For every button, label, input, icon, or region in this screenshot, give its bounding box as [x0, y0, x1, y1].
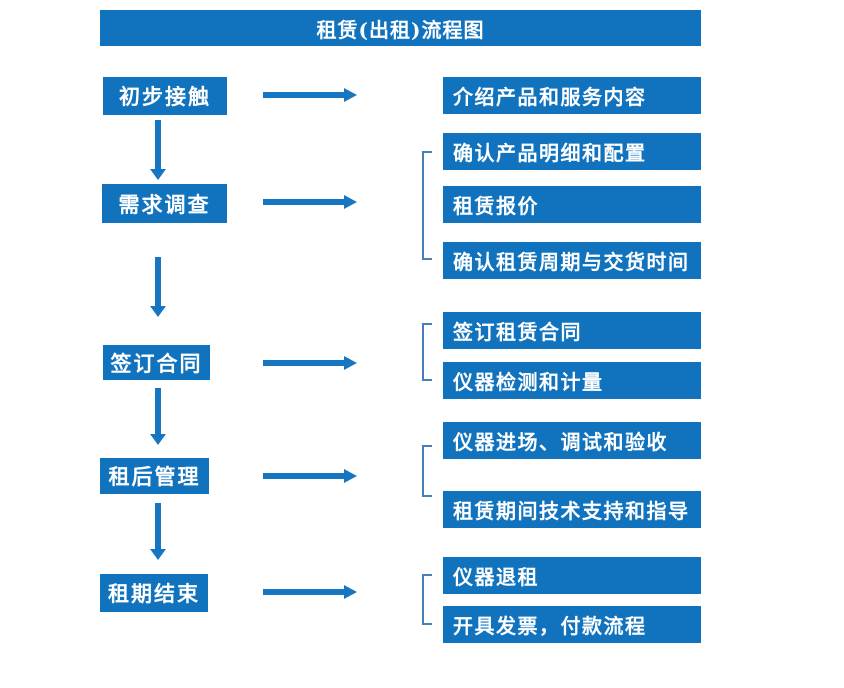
detail-box-instrument-inspection: 仪器检测和计量 [443, 362, 701, 399]
flowchart-title: 租赁(出租)流程图 [100, 10, 701, 46]
group-bracket [422, 151, 432, 260]
step-box-initial-contact: 初步接触 [103, 77, 227, 115]
detail-box-sign-rental-contract: 签订租赁合同 [443, 312, 701, 349]
detail-box-instrument-return: 仪器退租 [443, 557, 701, 594]
right-arrow-icon [263, 356, 357, 370]
detail-box-technical-support: 租赁期间技术支持和指导 [443, 491, 701, 528]
detail-box-confirm-period-delivery: 确认租赁周期与交货时间 [443, 242, 701, 279]
step-box-sign-contract: 签订合同 [103, 345, 210, 380]
right-arrow-icon [263, 469, 357, 483]
right-arrow-icon [263, 585, 357, 599]
group-bracket [422, 323, 432, 381]
group-bracket [422, 574, 432, 625]
detail-box-confirm-product-config: 确认产品明细和配置 [443, 133, 701, 170]
step-box-post-rental-mgmt: 租后管理 [100, 458, 209, 494]
detail-box-introduce-products: 介绍产品和服务内容 [443, 77, 701, 114]
detail-box-invoice-payment: 开具发票，付款流程 [443, 606, 701, 643]
step-box-demand-survey: 需求调查 [102, 184, 227, 223]
detail-box-instrument-setup: 仪器进场、调试和验收 [443, 422, 701, 459]
group-bracket [422, 445, 432, 497]
down-arrow-icon [150, 257, 166, 317]
down-arrow-icon [150, 388, 166, 445]
down-arrow-icon [150, 120, 166, 180]
down-arrow-icon [150, 503, 166, 560]
right-arrow-icon [263, 195, 357, 209]
right-arrow-icon [263, 88, 357, 102]
step-box-rental-end: 租期结束 [100, 574, 208, 612]
detail-box-rental-quote: 租赁报价 [443, 186, 701, 223]
